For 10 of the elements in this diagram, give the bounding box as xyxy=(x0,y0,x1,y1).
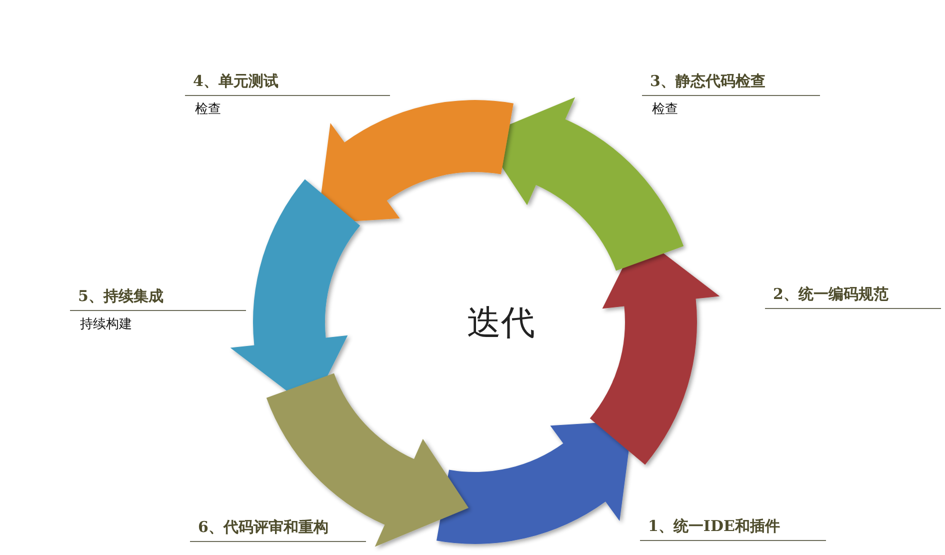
step-heading: 2、统一编码规范 xyxy=(765,285,941,309)
step-heading: 4、单元测试 xyxy=(185,72,390,96)
step-heading: 3、静态代码检查 xyxy=(642,72,820,96)
step-heading: 6、代码评审和重构 xyxy=(190,518,366,542)
center-label: 迭代 xyxy=(467,300,535,346)
step-description: 检查 xyxy=(651,100,679,118)
step-heading: 5、持续集成 xyxy=(70,287,246,311)
step-description: 持续构建 xyxy=(79,315,133,333)
step-description: 检查 xyxy=(194,100,222,118)
step-heading: 1、统一IDE和插件 xyxy=(640,517,826,541)
